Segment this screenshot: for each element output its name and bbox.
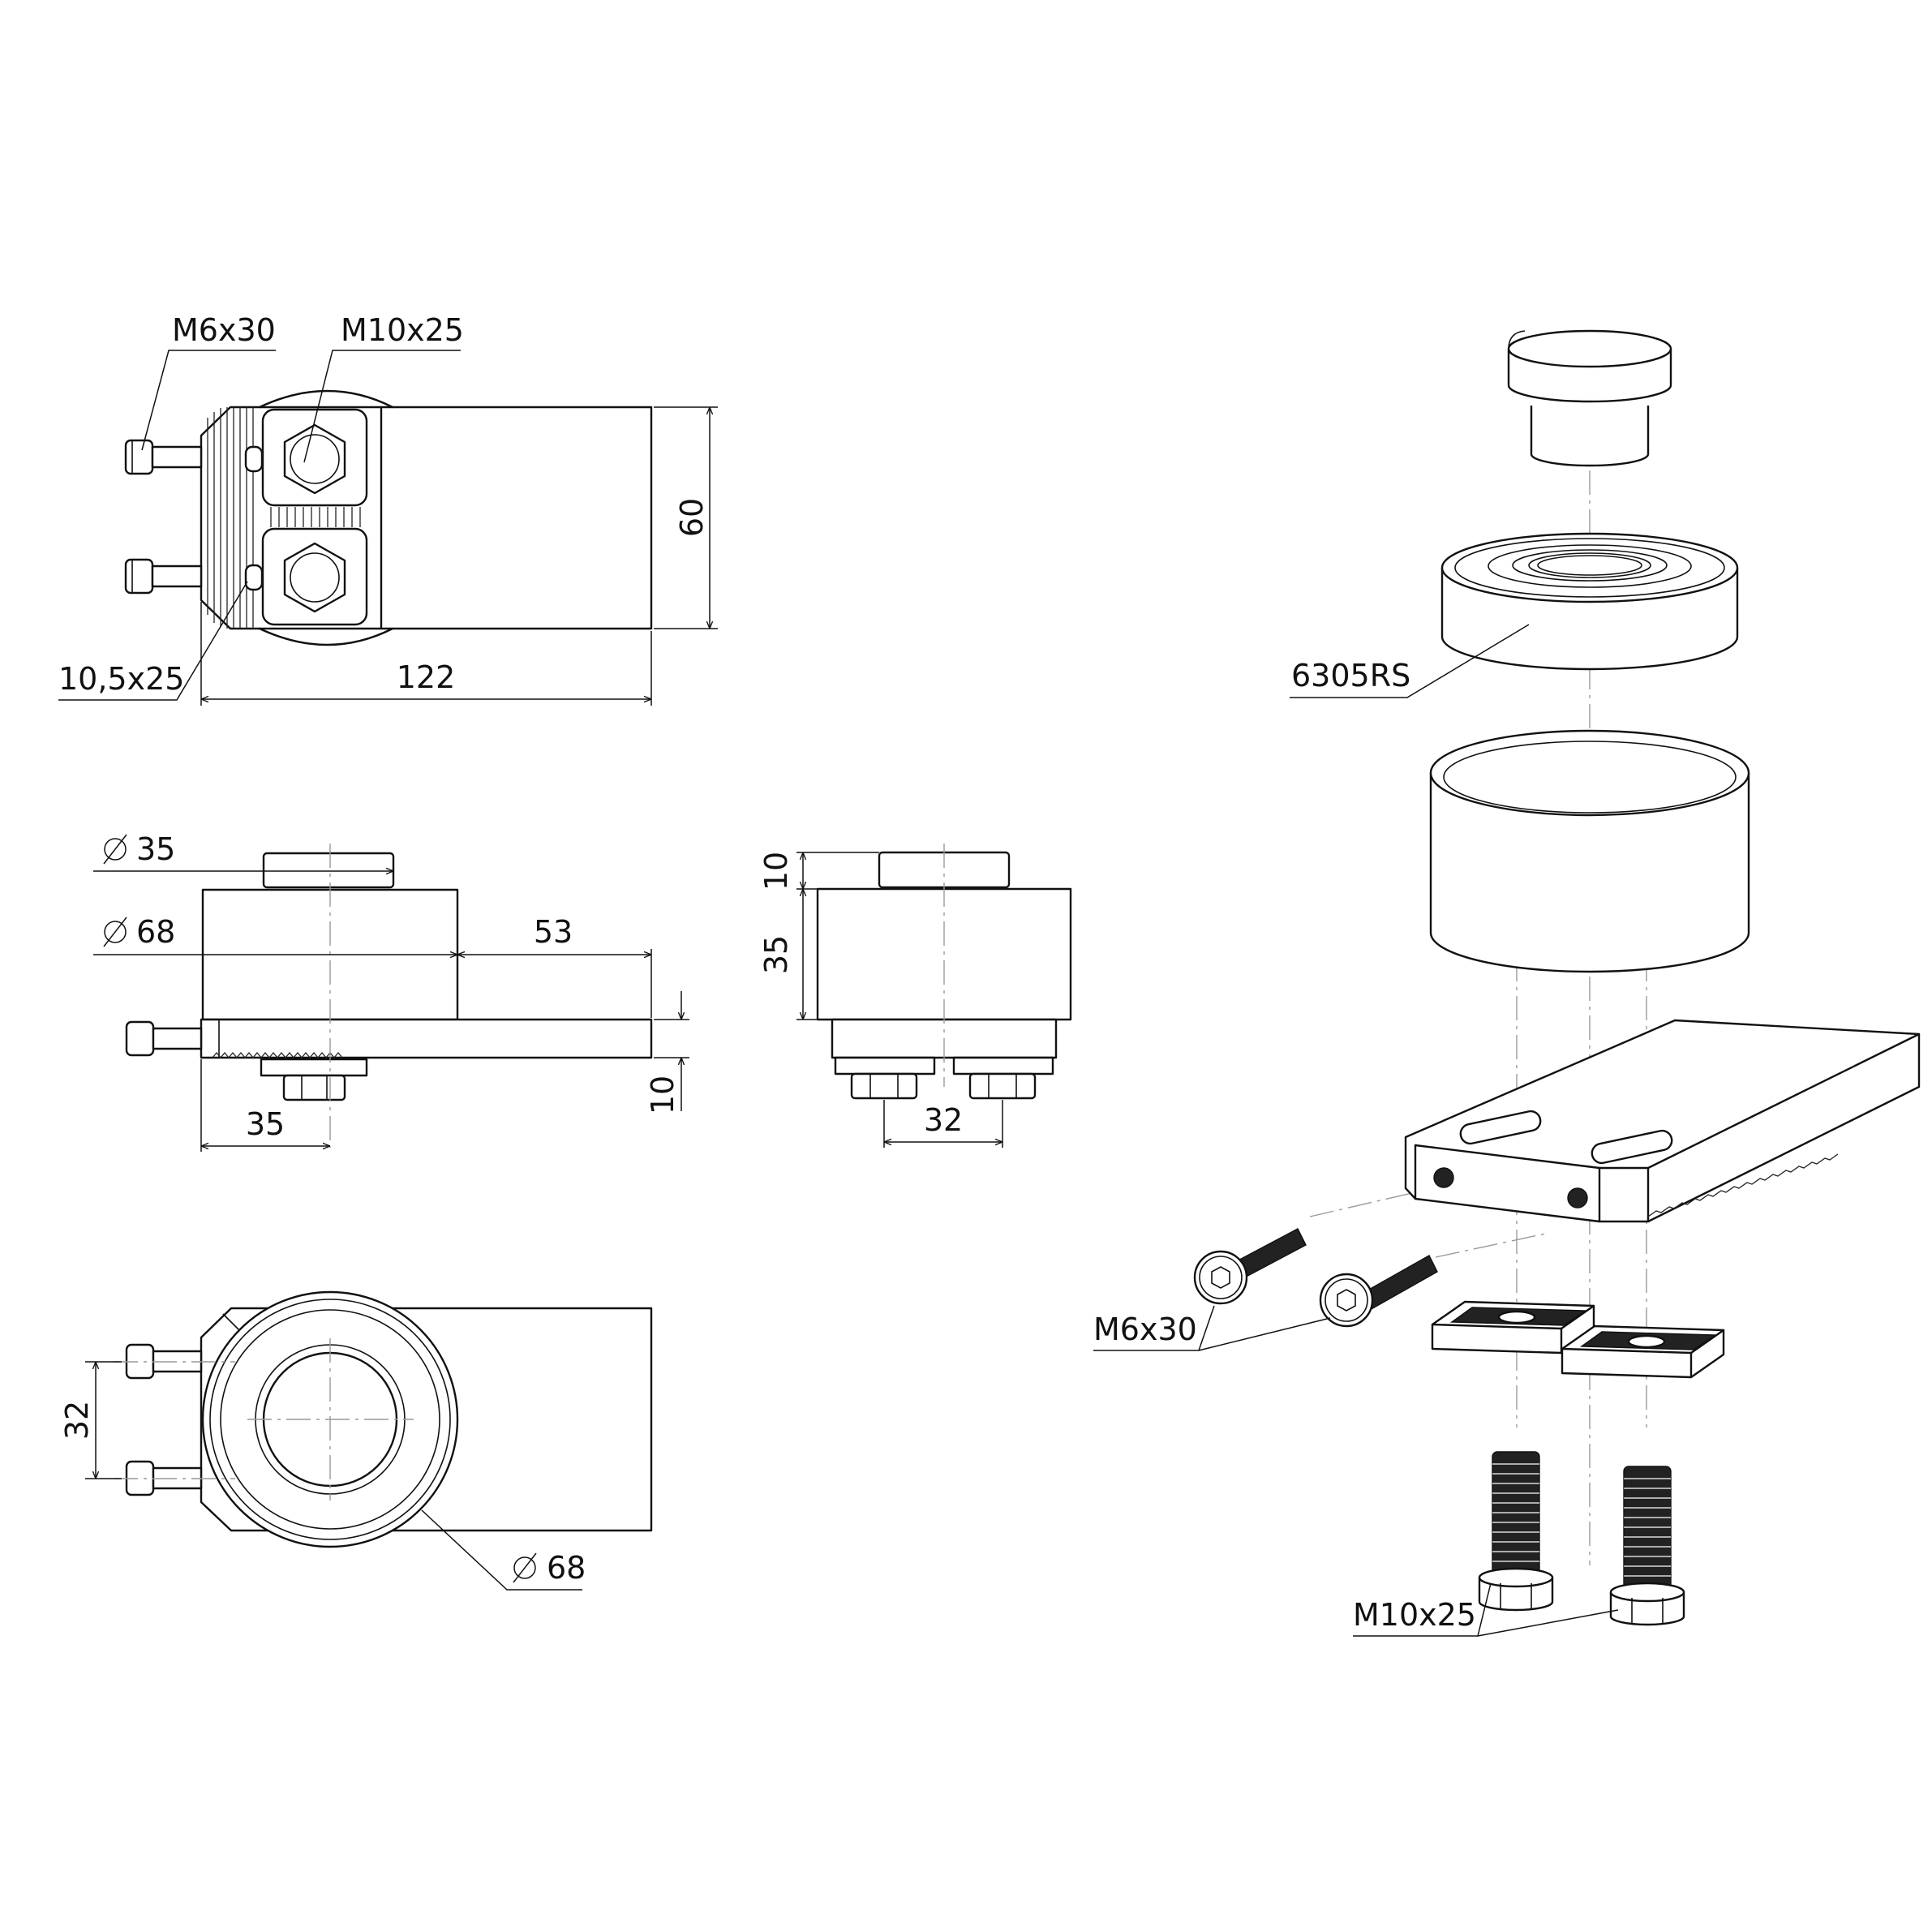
exploded-slot-nut-right [1561, 1324, 1725, 1379]
dim-60: 60 [674, 498, 710, 537]
diameter-symbol-icon [513, 1556, 536, 1579]
label-6305rs: 6305RS [1291, 658, 1410, 693]
top-view-housing-arc-top [258, 389, 394, 409]
dim-35-body: 35 [758, 935, 794, 974]
dim-35-offset: 35 [246, 1106, 285, 1142]
dim-32-bolts: 32 [924, 1102, 963, 1138]
side-view-plate [200, 1018, 653, 1059]
diameter-symbol-icon [104, 838, 127, 861]
dim-122: 122 [397, 659, 456, 695]
top-view: M6x30 M10x25 10,5x25 122 60 [58, 312, 718, 706]
tapped-hole-left-icon [1433, 1167, 1454, 1188]
leader-m6 [141, 350, 276, 451]
exploded-bearing-6305rs [1440, 532, 1739, 671]
dim-dia-68-plan: 68 [547, 1550, 586, 1586]
dim-32-screws: 32 [59, 1401, 95, 1440]
leader-dia-68 [421, 1509, 582, 1591]
leader-bearing [1290, 624, 1530, 698]
exploded-m6-screw-left [1193, 1228, 1307, 1305]
nut-serration [270, 507, 361, 527]
end-view-bolt-right [968, 1072, 1037, 1100]
label-m10x25: M10x25 [341, 312, 464, 348]
exploded-slot-nut-left [1431, 1300, 1595, 1355]
label-slot-10-5x25: 10,5x25 [58, 661, 184, 697]
side-view-slot-nut [260, 1058, 368, 1077]
hex-socket-icon [1211, 1266, 1230, 1289]
exploded-view: 6305RS [1093, 329, 1921, 1637]
dim-53: 53 [534, 914, 573, 950]
label-m6x30: M6x30 [172, 312, 276, 348]
tapped-hole-right-icon [1567, 1187, 1588, 1209]
side-view-bolt-head [282, 1074, 346, 1101]
exploded-m6-screw-right [1319, 1255, 1438, 1328]
dim-10-plate: 10 [645, 1075, 680, 1114]
top-view-body [200, 406, 653, 630]
label-m6x30-exploded: M6x30 [1093, 1312, 1197, 1347]
dim-10-cap: 10 [758, 852, 794, 891]
side-view-cap [262, 852, 395, 889]
dim-dia-68: 68 [136, 914, 175, 950]
hex-socket-icon [1337, 1289, 1356, 1312]
label-m10x25-exploded: M10x25 [1353, 1597, 1476, 1633]
side-view: 35 68 53 10 35 [93, 831, 689, 1152]
hex-bolt-upper-icon [283, 423, 346, 495]
plan-view: 32 68 [59, 1290, 653, 1591]
exploded-cap [1507, 329, 1672, 467]
hex-bolt-lower-icon [283, 542, 346, 613]
diameter-symbol-icon [104, 921, 127, 943]
plan-view-plate [200, 1307, 653, 1532]
m6-screw-upper [124, 439, 203, 475]
exploded-m10-bolt-left [1478, 1451, 1554, 1612]
top-view-serration [207, 407, 254, 629]
m6-screw-lower [124, 558, 203, 595]
exploded-housing [1429, 729, 1750, 973]
end-view: 10 35 32 [758, 844, 1072, 1148]
top-view-housing-arc-bottom [258, 627, 394, 646]
exploded-m10-bolt-right [1609, 1466, 1685, 1626]
end-view-bolt-left [850, 1072, 918, 1100]
leader-m10 [303, 350, 461, 463]
exploded-base-plate [1404, 1019, 1921, 1223]
dim-dia-35: 35 [136, 831, 175, 867]
leader-slot [58, 581, 248, 701]
